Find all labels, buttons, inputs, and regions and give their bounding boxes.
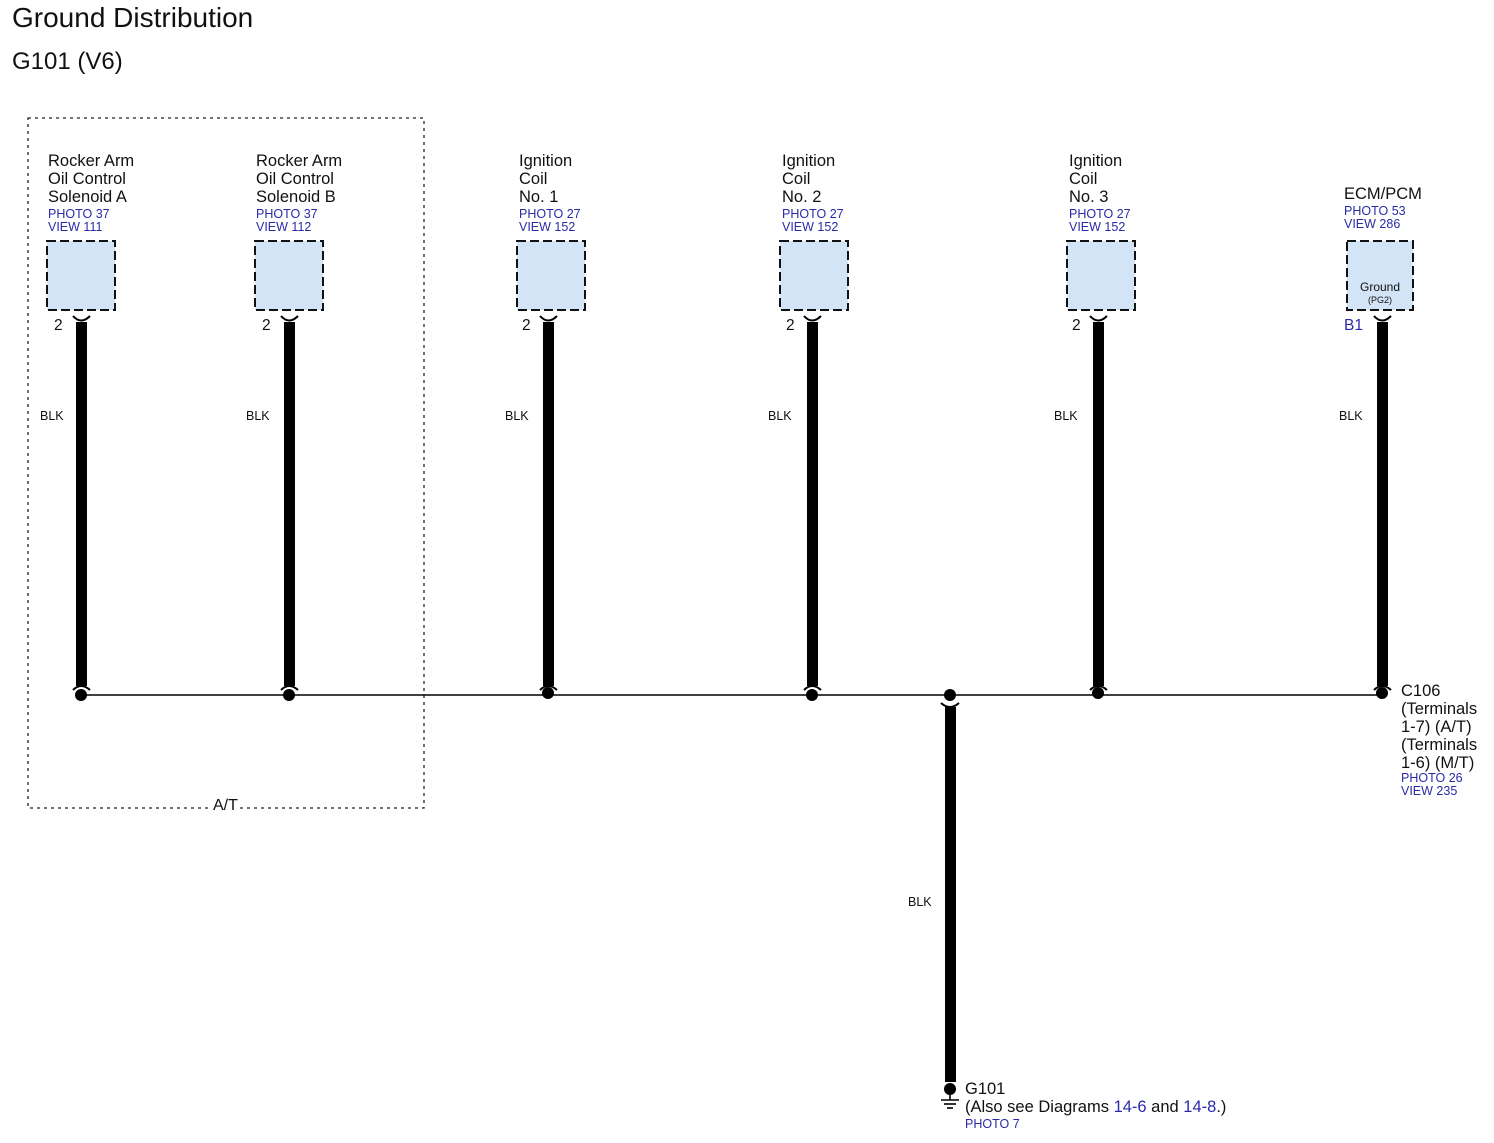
ground-g101-note: (Also see Diagrams 14-6 and 14-8.) (965, 1098, 1227, 1116)
wire-color-ignition-coil-1: BLK (505, 409, 529, 423)
component-name-solenoid-b: Rocker Arm Oil Control Solenoid B (256, 152, 343, 206)
component-name-solenoid-a: Rocker Arm Oil Control Solenoid A (48, 152, 135, 206)
pin-number-ignition-coil-1: 2 (522, 317, 531, 334)
connector-box-solenoid-b[interactable] (254, 240, 324, 311)
component-refs-solenoid-b: PHOTO 37 VIEW 112 (256, 208, 318, 234)
ecm-ground-label: Ground (1359, 280, 1401, 294)
view-link[interactable]: VIEW 112 (256, 220, 312, 234)
wire-color-solenoid-a: BLK (40, 409, 64, 423)
pin-number-ignition-coil-2: 2 (786, 317, 795, 334)
diagram-link-14-8[interactable]: 14-8 (1183, 1098, 1217, 1116)
wire-ignition-coil-2 (807, 322, 818, 686)
wire-color-ignition-coil-2: BLK (768, 409, 792, 423)
view-link[interactable]: VIEW 152 (782, 220, 839, 234)
wire-color-solenoid-b: BLK (246, 409, 270, 423)
connector-box-ignition-coil-1[interactable] (516, 240, 586, 311)
component-refs-ecm-pcm: PHOTO 53 VIEW 286 (1344, 205, 1406, 231)
wire-color-ignition-coil-3: BLK (1054, 409, 1078, 423)
connector-box-solenoid-a[interactable] (46, 240, 116, 311)
at-group-label: A/T (211, 797, 240, 815)
connector-c106-refs: PHOTO 26 VIEW 235 (1401, 772, 1463, 798)
g101-terminal-dot (944, 1083, 956, 1095)
bottom-caps (72, 685, 1392, 691)
connector-c106-label: C106 (Terminals 1-7) (A/T) (Terminals 1-… (1401, 682, 1478, 772)
connector-box-ecm-pcm[interactable] (1346, 240, 1414, 311)
ground-symbol-icon (941, 1095, 959, 1109)
pin-number-ignition-coil-3: 2 (1072, 317, 1081, 334)
photo-link[interactable]: PHOTO 37 (48, 207, 110, 221)
ground-g101-name: G101 (965, 1080, 1006, 1098)
connector-box-ignition-coil-3[interactable] (1066, 240, 1136, 311)
wire-color-g101: BLK (908, 895, 932, 909)
wire-ignition-coil-1 (543, 322, 554, 686)
photo-link[interactable]: PHOTO 27 (782, 207, 844, 221)
view-link[interactable]: VIEW 152 (1069, 220, 1126, 234)
component-refs-ignition-coil-3: PHOTO 27 VIEW 152 (1069, 208, 1131, 234)
connector-box-ignition-coil-2[interactable] (779, 240, 849, 311)
component-refs-ignition-coil-2: PHOTO 27 VIEW 152 (782, 208, 844, 234)
component-refs-solenoid-a: PHOTO 37 VIEW 111 (48, 208, 110, 234)
view-link[interactable]: VIEW 286 (1344, 217, 1401, 231)
wire-ecm-pcm (1377, 322, 1388, 686)
pin-number-solenoid-a: 2 (54, 317, 63, 334)
wire-ignition-coil-3 (1093, 322, 1104, 686)
component-name-ignition-coil-3: Ignition Coil No. 3 (1069, 152, 1123, 206)
photo-link[interactable]: PHOTO 27 (1069, 207, 1131, 221)
diagram-link-14-6[interactable]: 14-6 (1113, 1098, 1147, 1116)
trunk-cap (940, 702, 960, 708)
photo-link[interactable]: PHOTO 27 (519, 207, 581, 221)
pin-number-ecm-pcm: B1 (1344, 317, 1363, 334)
component-refs-ignition-coil-1: PHOTO 27 VIEW 152 (519, 208, 581, 234)
component-name-ignition-coil-1: Ignition Coil No. 1 (519, 152, 573, 206)
view-link[interactable]: VIEW 152 (519, 220, 576, 234)
ecm-pg2-label: (PG2) (1367, 295, 1392, 305)
page-subtitle: G101 (V6) (12, 48, 123, 75)
wire-g101-trunk (945, 707, 956, 1082)
ground-g101-photo-link[interactable]: PHOTO 7 (965, 1117, 1020, 1131)
view-link[interactable]: VIEW 235 (1401, 784, 1458, 798)
pin-number-solenoid-b: 2 (262, 317, 271, 334)
photo-link[interactable]: PHOTO 37 (256, 207, 318, 221)
component-name-ecm-pcm: ECM/PCM (1344, 185, 1422, 203)
component-name-ignition-coil-2: Ignition Coil No. 2 (782, 152, 836, 206)
photo-link[interactable]: PHOTO 53 (1344, 204, 1406, 218)
pin-caps (72, 315, 1392, 322)
view-link[interactable]: VIEW 111 (48, 220, 103, 234)
page-title: Ground Distribution (12, 2, 254, 33)
photo-link[interactable]: PHOTO 26 (1401, 771, 1463, 785)
wire-solenoid-b (284, 322, 295, 686)
wire-color-ecm-pcm: BLK (1339, 409, 1363, 423)
wire-solenoid-a (76, 322, 87, 686)
splice-dots (75, 687, 1388, 701)
